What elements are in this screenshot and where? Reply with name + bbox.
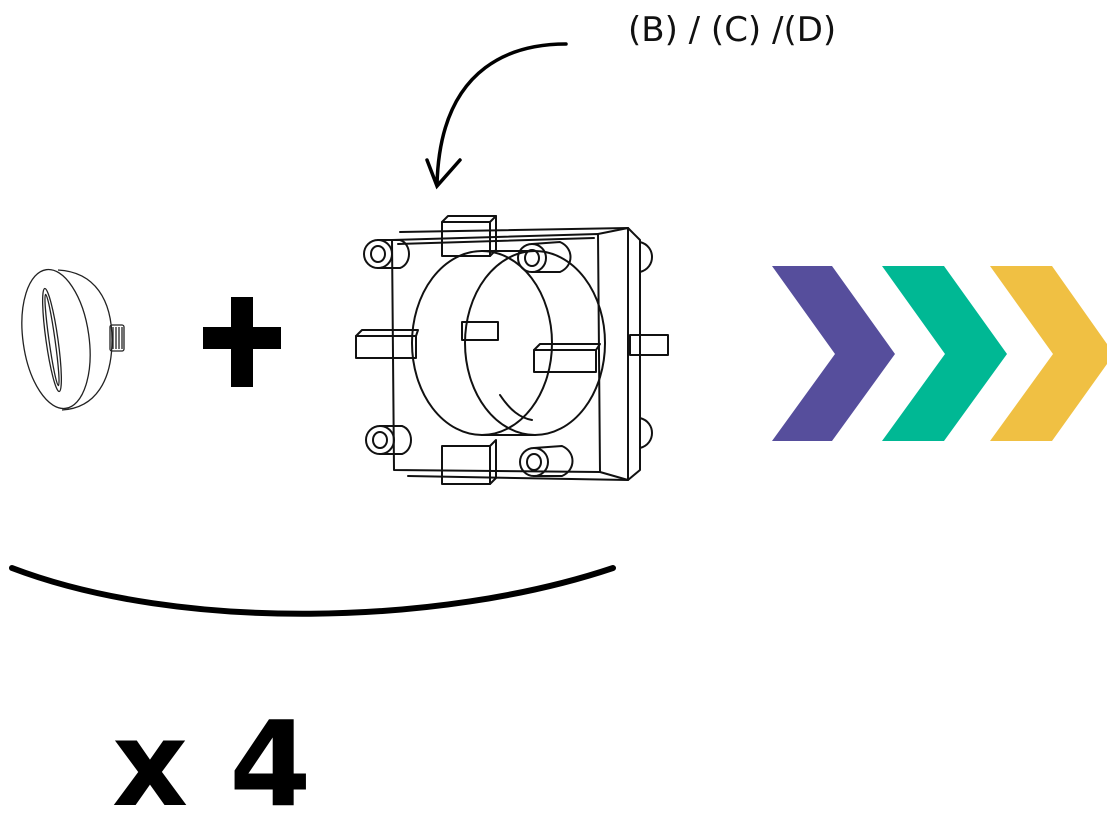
mount-bracket-icon [355, 215, 669, 485]
assembly-diagram [8, 42, 1107, 617]
chevron-green [882, 266, 1007, 441]
curved-arrow-icon [425, 42, 568, 190]
quantity-multiplier: x 4 [112, 695, 312, 833]
plus-icon [203, 297, 281, 387]
part-label: (B) / (C) /(D) [628, 10, 837, 50]
chevron-purple [772, 266, 895, 441]
chevron-yellow [990, 266, 1107, 441]
next-step-chevrons-icon [772, 266, 1107, 441]
group-brace-icon [9, 565, 616, 617]
screw-icon [8, 262, 138, 417]
